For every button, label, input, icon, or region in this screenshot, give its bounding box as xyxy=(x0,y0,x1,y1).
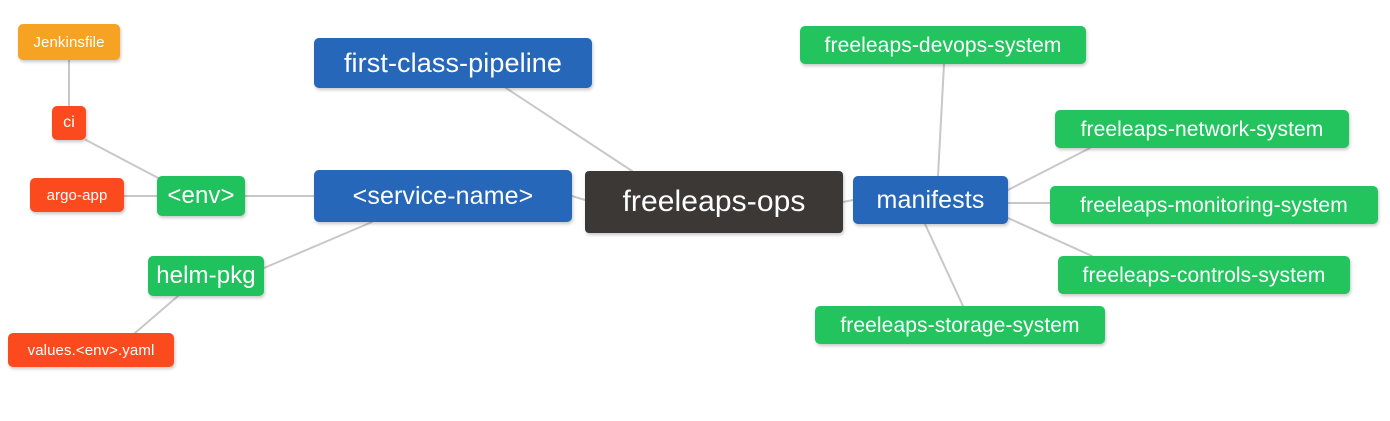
mindmap-node-helm-pkg[interactable]: helm-pkg xyxy=(148,256,264,296)
mindmap-node-manifests[interactable]: manifests xyxy=(853,176,1008,224)
mindmap-node-freeleaps-network-system[interactable]: freeleaps-network-system xyxy=(1055,110,1349,148)
edge-values-yaml-to-helm-pkg xyxy=(134,295,179,334)
mindmap-node-freeleaps-monitoring-system[interactable]: freeleaps-monitoring-system xyxy=(1050,186,1378,224)
mindmap-node-freeleaps-devops-system[interactable]: freeleaps-devops-system xyxy=(800,26,1086,64)
mindmap-node-jenkinsfile[interactable]: Jenkinsfile xyxy=(18,24,120,60)
mindmap-node-ci[interactable]: ci xyxy=(52,106,86,140)
mindmap-node-freeleaps-controls-system[interactable]: freeleaps-controls-system xyxy=(1058,256,1350,294)
edge-manifests-to-freeleaps-storage-system xyxy=(924,223,964,307)
mindmap-node-freeleaps-storage-system[interactable]: freeleaps-storage-system xyxy=(815,306,1105,344)
edge-service-name-to-freeleaps-ops xyxy=(571,195,586,201)
edge-freeleaps-ops-to-manifests xyxy=(842,199,854,203)
mindmap-node-first-class-pipeline[interactable]: first-class-pipeline xyxy=(314,38,592,88)
mindmap-node-env[interactable]: <env> xyxy=(157,176,245,216)
mindmap-node-values-yaml[interactable]: values.<env>.yaml xyxy=(8,333,174,367)
mindmap-node-argo-app[interactable]: argo-app xyxy=(30,178,124,212)
edge-helm-pkg-to-service-name xyxy=(263,221,373,269)
edge-manifests-to-freeleaps-devops-system xyxy=(937,63,945,177)
edge-manifests-to-freeleaps-network-system xyxy=(1007,147,1091,191)
edge-ci-to-env xyxy=(85,139,163,181)
mindmap-node-service-name[interactable]: <service-name> xyxy=(314,170,572,222)
mindmap-node-freeleaps-ops[interactable]: freeleaps-ops xyxy=(585,171,843,233)
edge-first-class-pipeline-to-freeleaps-ops xyxy=(505,87,633,172)
